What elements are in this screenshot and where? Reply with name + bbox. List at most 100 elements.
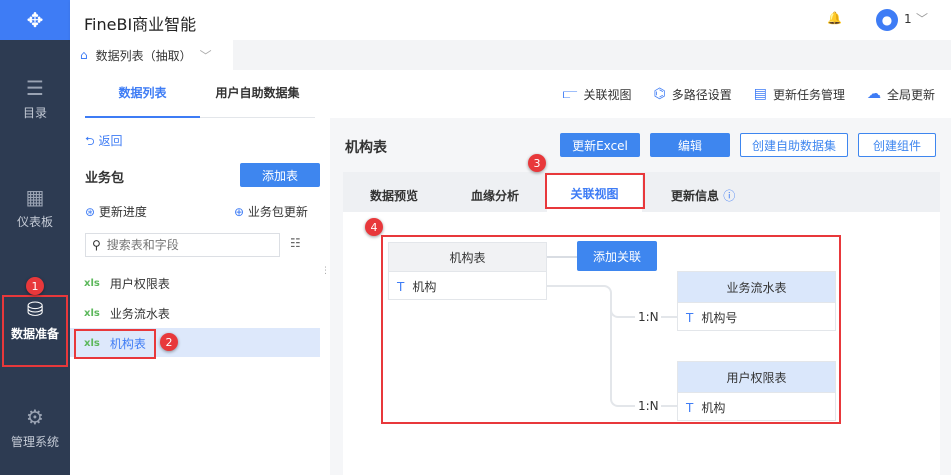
update-progress-link[interactable]: ⊛ 更新进度 <box>85 203 147 220</box>
tab-relation-view[interactable]: 关联视图 <box>547 175 642 212</box>
step-badge: 1 <box>26 277 44 295</box>
tab-data-preview[interactable]: 数据预览 <box>370 189 419 203</box>
update-excel-button[interactable]: 更新Excel <box>560 133 640 157</box>
target-table-card[interactable]: 用户权限表 T 机构 <box>677 361 836 421</box>
chevron-down-icon[interactable]: ﹀ <box>916 12 929 26</box>
text-field-icon: T <box>686 310 694 325</box>
logo-icon[interactable]: ✥ <box>0 0 70 40</box>
add-table-button[interactable]: 添加表 <box>240 163 320 187</box>
label: 业务包更新 <box>247 205 308 219</box>
search-input[interactable] <box>106 238 267 252</box>
user-name[interactable]: 1 <box>904 12 912 26</box>
label: 关联视图 <box>583 87 632 102</box>
tab-label: 数据列表（抽取） <box>95 48 192 63</box>
relation-icon: ⫍ <box>562 86 578 102</box>
table-header: 用户权限表 <box>678 362 835 392</box>
home-icon: ⌂ <box>80 48 88 62</box>
relation-view-button[interactable]: ⫍ 关联视图 <box>563 86 632 103</box>
highlight-box-1 <box>2 295 68 367</box>
connector <box>661 405 677 407</box>
sidebar-item-catalog[interactable]: ☰目录 <box>0 76 70 121</box>
package-update-link[interactable]: ⊕ 业务包更新 <box>234 203 308 220</box>
excel-icon: xls <box>84 337 100 349</box>
section-title: 业务包 <box>85 171 125 186</box>
bell-icon[interactable]: 🔔 <box>827 11 842 25</box>
table-header: 机构表 <box>389 243 546 271</box>
page-title: 机构表 <box>345 140 387 156</box>
label: 全局更新 <box>886 87 935 102</box>
task-icon: ▤ <box>753 86 767 102</box>
toolbar: ⫍ 关联视图 ⌬多路径设置 ▤ 更新任务管理 ☁ 全局更新 <box>330 70 951 118</box>
tab-update-info[interactable]: 更新信息 ⓘ <box>671 187 735 204</box>
field-name: 机构号 <box>701 311 738 325</box>
label: 仪表板 <box>16 215 53 229</box>
sidebar-item-data-prep[interactable]: ⛁ 数据准备 <box>0 297 70 342</box>
search-field[interactable]: ⚲ <box>85 233 280 257</box>
add-relation-button[interactable]: 添加关联 <box>577 241 657 271</box>
global-update-button[interactable]: ☁ 全局更新 <box>867 86 935 103</box>
table-name: 用户权限表 <box>109 276 170 291</box>
upload-icon: ⊕ <box>234 205 248 219</box>
back-link[interactable]: ⮌ 返回 <box>85 132 122 153</box>
back-label: 返回 <box>98 134 123 148</box>
list-item[interactable]: xls 机构表 <box>84 330 146 356</box>
label: 更新进度 <box>98 205 147 219</box>
connector <box>610 310 612 400</box>
connector <box>547 256 577 258</box>
database-icon: ⛁ <box>26 297 44 321</box>
chevron-down-icon[interactable]: ﹀ <box>199 48 212 63</box>
selected-row-bg <box>70 328 320 357</box>
step-badge: 2 <box>160 333 178 351</box>
left-panel: 数据列表 用户自助数据集 ⮌ 返回 业务包 添加表 ⊛ 更新进度 ⊕ 业务包更新… <box>70 70 330 475</box>
text-field-icon: T <box>686 400 694 415</box>
update-task-button[interactable]: ▤ 更新任务管理 <box>754 86 845 103</box>
label: 多路径设置 <box>671 87 732 102</box>
cloud-update-icon: ☁ <box>866 86 881 102</box>
text-field-icon: T <box>397 279 405 294</box>
list-item[interactable]: xls 用户权限表 <box>84 270 170 296</box>
relation-label: 1:N <box>638 399 659 413</box>
connector <box>610 395 635 407</box>
label: 更新任务管理 <box>772 87 845 102</box>
highlight-box-3 <box>545 173 645 209</box>
label: 更新信息 <box>671 189 720 203</box>
field-name: 机构 <box>412 280 437 294</box>
table-name: 机构表 <box>109 336 146 351</box>
step-badge: 3 <box>528 154 546 172</box>
resize-handle[interactable]: ⋮ <box>321 266 330 276</box>
source-table-card[interactable]: 机构表 T 机构 <box>388 242 547 300</box>
create-component-button[interactable]: 创建组件 <box>858 133 936 157</box>
sidebar-item-dashboard[interactable]: ▦ 仪表板 <box>0 185 70 230</box>
tab-self-dataset[interactable]: 用户自助数据集 <box>215 86 300 100</box>
tab-data-list[interactable]: 数据列表 <box>118 86 167 100</box>
connector <box>547 285 612 315</box>
label: 数据准备 <box>10 327 59 341</box>
create-self-dataset-button[interactable]: 创建自助数据集 <box>740 133 848 157</box>
field-name: 机构 <box>701 401 726 415</box>
table-name: 业务流水表 <box>109 306 170 321</box>
avatar[interactable]: ● <box>876 9 898 31</box>
relation-label: 1:N <box>638 310 659 324</box>
excel-icon: xls <box>84 277 100 289</box>
gear-icon: ⚙ <box>26 405 44 429</box>
target-table-card[interactable]: 业务流水表 T 机构号 <box>677 271 836 331</box>
search-icon: ⚲ <box>92 238 101 252</box>
filter-icon[interactable]: ☷ <box>290 236 301 250</box>
label: 管理系统 <box>10 435 59 449</box>
sidebar-item-admin[interactable]: ⚙ 管理系统 <box>0 405 70 450</box>
edit-button[interactable]: 编辑 <box>650 133 730 157</box>
app-title: FineBI商业智能 <box>84 15 197 34</box>
back-icon: ⮌ <box>85 134 99 148</box>
list-icon: ☰ <box>26 76 44 100</box>
divider <box>200 117 315 118</box>
progress-icon: ⊛ <box>85 205 99 219</box>
multipath-button[interactable]: ⌬多路径设置 <box>653 86 731 103</box>
dashboard-icon: ▦ <box>25 185 45 209</box>
sidebar <box>0 0 70 475</box>
highlight-box-2 <box>74 329 156 359</box>
info-icon[interactable]: ⓘ <box>723 189 736 203</box>
tab-data-list[interactable]: ⌂ 数据列表（抽取） ﹀ <box>70 40 233 70</box>
tab-lineage[interactable]: 血缘分析 <box>471 189 520 203</box>
table-header: 业务流水表 <box>678 272 835 302</box>
